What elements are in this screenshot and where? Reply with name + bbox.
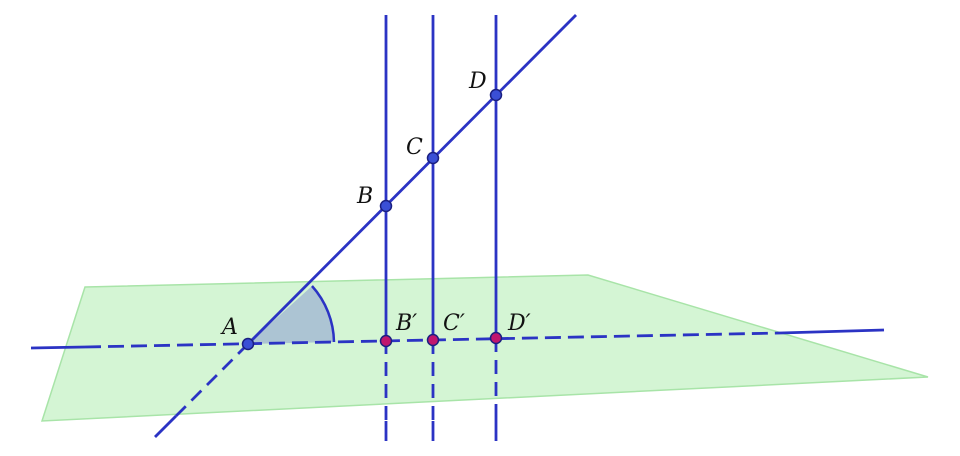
label-d: D [468,69,487,94]
label-d-prime: D′ [507,311,531,336]
label-c-prime: C′ [443,311,465,336]
oblique-line-below [154,415,177,438]
projection-line-left [30,345,86,350]
plane [40,274,929,422]
label-b-prime: B′ [395,311,417,336]
point-c-prime [426,333,440,347]
point-a [241,337,255,351]
angle-sector [248,286,334,344]
label-a: A [220,315,238,340]
point-d [489,88,503,102]
oblique-line-solid [247,14,577,345]
label-c: C [406,135,423,160]
oblique-line-dashed [175,343,249,417]
projection-line-right [779,328,885,335]
angle-arc [311,285,336,343]
point-b-prime [379,334,393,348]
label-b: B [356,184,373,209]
point-c [426,151,440,165]
point-d-prime [489,331,503,345]
point-b [379,199,393,213]
